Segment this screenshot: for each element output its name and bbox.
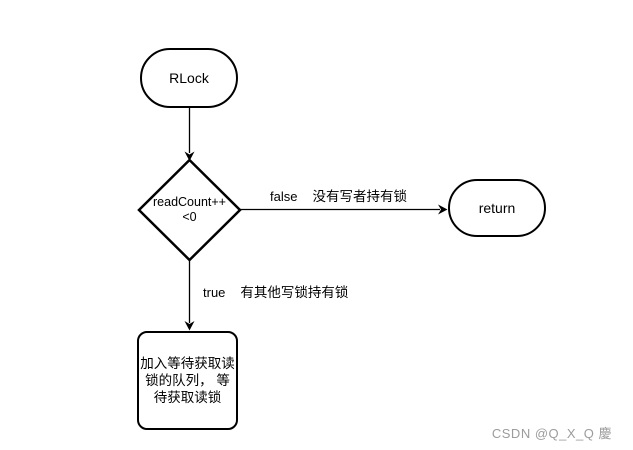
csdn-watermark: CSDN @Q_X_Q 慶 — [491, 426, 612, 441]
enqueue-label-line1: 加入等待获取读 — [140, 356, 235, 371]
decision-label-line1: readCount++ — [153, 195, 226, 209]
arrowhead-into-decision — [184, 151, 195, 161]
false-description-text: 没有写者持有锁 — [312, 189, 407, 204]
decision-label-line2: <0 — [182, 210, 197, 224]
node-start-rlock: RLock — [140, 48, 238, 108]
true-condition-text: true — [203, 285, 226, 300]
true-description-text: 有其他写锁持有锁 — [240, 285, 349, 300]
enqueue-label-line2: 锁的队列， 等 — [145, 373, 230, 388]
node-return-label: return — [478, 200, 516, 216]
node-decision-readcount: readCount++ <0 — [129, 195, 250, 225]
enqueue-label-line3: 待获取读锁 — [153, 390, 222, 405]
node-start-label: RLock — [169, 70, 209, 86]
arrowhead-into-return — [438, 204, 448, 215]
false-condition-text: false — [270, 189, 298, 204]
node-enqueue-wait-queue: 加入等待获取读 锁的队列， 等 待获取读锁 — [137, 331, 238, 430]
arrowhead-into-enqueue — [184, 321, 195, 331]
decision-diamond-shape — [137, 158, 242, 262]
node-return: return — [448, 179, 546, 237]
edge-label-true: true 有其他写锁持有锁 — [203, 281, 348, 301]
edge-label-false: false 没有写者持有锁 — [270, 185, 407, 205]
